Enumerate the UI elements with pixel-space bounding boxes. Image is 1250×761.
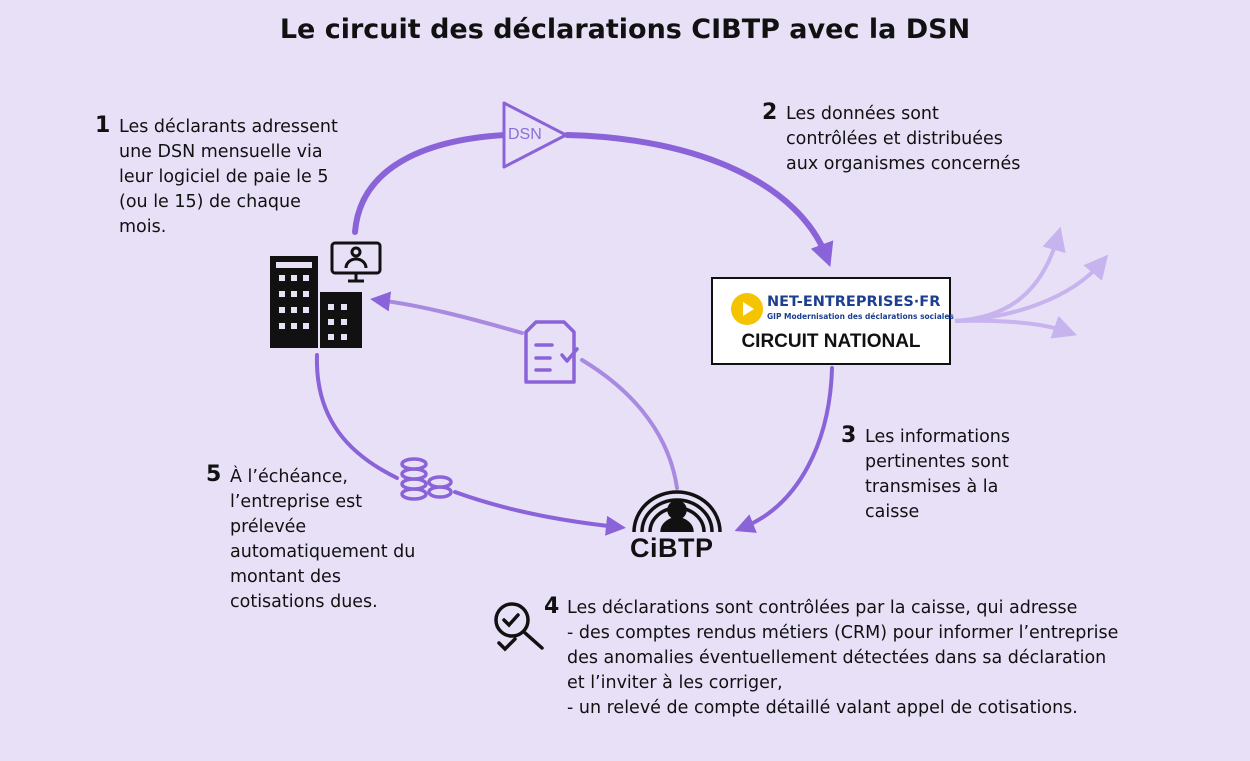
step-2-number: 2	[762, 100, 778, 125]
step-4-number: 4	[544, 594, 560, 619]
step-5-text: À l’échéance, l’entreprise est prélevée …	[230, 467, 416, 612]
step-5-number: 5	[206, 462, 222, 487]
outgoing-arrows-icon	[954, 226, 1109, 339]
net-entreprises-subtitle: GIP Modernisation des déclarations socia…	[767, 312, 954, 321]
arrow-coins-to-cibtp	[453, 490, 626, 536]
coins-icon	[400, 457, 453, 501]
arrow-dsn-to-net-entreprises	[564, 132, 834, 268]
net-entreprises-name: NET-ENTREPRISES·FR	[767, 294, 941, 310]
net-entreprises-play-icon	[731, 293, 763, 325]
document-check-icon	[524, 320, 579, 384]
step-1-text: Les déclarants adressent une DSN mensuel…	[119, 117, 338, 237]
circuit-national-label: CIRCUIT NATIONAL	[741, 331, 921, 352]
step-3-text: Les informations pertinentes sont transm…	[865, 427, 1011, 522]
cibtp-label: CiBTP	[630, 533, 714, 563]
step-1-number: 1	[95, 113, 111, 138]
arrow-company-to-dsn	[352, 132, 508, 235]
dsn-label: DSN	[508, 126, 542, 143]
page-title: Le circuit des déclarations CIBTP avec l…	[279, 14, 971, 45]
computer-user-icon	[330, 241, 382, 283]
cibtp-logo-icon	[632, 490, 722, 533]
dsn-play-icon	[502, 101, 568, 169]
arrow-document-to-company	[370, 291, 524, 335]
net-entreprises-box: NET-ENTREPRISES·FR GIP Modernisation des…	[711, 277, 954, 365]
magnifier-check-icon	[494, 602, 544, 652]
step-3-number: 3	[841, 423, 857, 448]
arrow-net-entreprises-to-cibtp	[734, 366, 834, 533]
step-4-text: Les déclarations sont contrôlées par la …	[567, 598, 1119, 718]
arrow-cibtp-to-document	[580, 358, 679, 490]
arrow-company-to-coins	[314, 353, 399, 480]
building-icon	[270, 256, 362, 348]
step-2-text: Les données sont contrôlées et distribué…	[786, 104, 1021, 174]
